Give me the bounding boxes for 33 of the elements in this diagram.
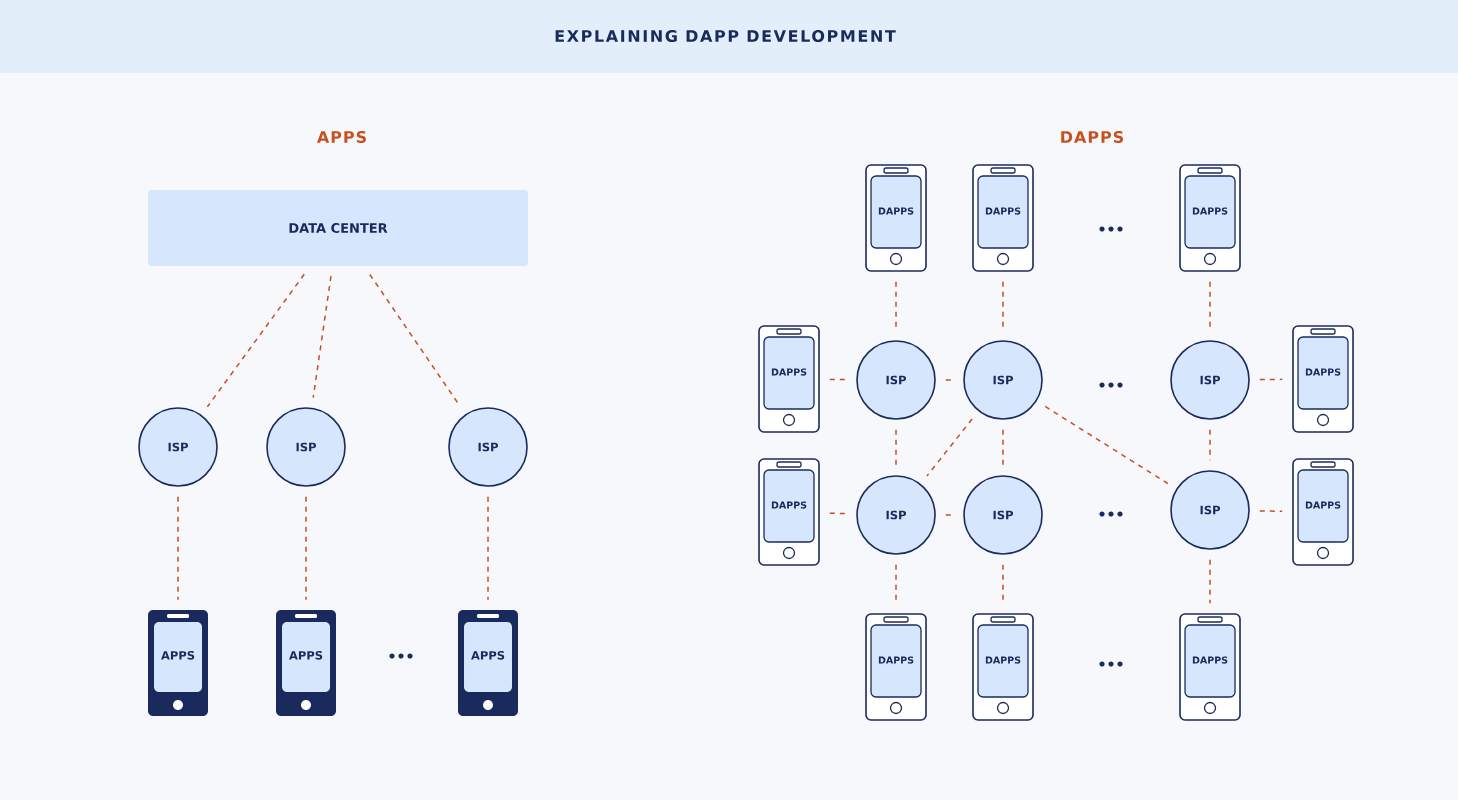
section-heading: DAPPS [1061, 130, 1124, 144]
title: EXPLAINING DAPP DEVELOPMENT [555, 29, 896, 43]
connector-line [1259, 378, 1283, 381]
connector-line [945, 514, 954, 516]
connector-line [895, 429, 897, 466]
data-center-box: DATA CENTER [148, 190, 528, 266]
connector-line [926, 418, 973, 477]
connector-line [1259, 510, 1283, 513]
smartphone: DAPPS [1179, 613, 1241, 721]
connector-line [1044, 405, 1169, 485]
smartphone: APPS [148, 610, 208, 716]
smartphone: DAPPS [972, 613, 1034, 721]
section-heading: APPS [316, 130, 366, 144]
connector-line [1209, 559, 1211, 604]
connector-line [177, 496, 179, 601]
connector-line [312, 275, 332, 399]
connector-line [1002, 429, 1004, 466]
connector-line [945, 379, 954, 381]
smartphone: DAPPS [1292, 458, 1354, 566]
smartphone: DAPPS [865, 164, 927, 272]
connector-line [829, 512, 847, 515]
connector-line [305, 496, 307, 601]
smartphone: DAPPS [865, 613, 927, 721]
smartphone: APPS [276, 610, 336, 716]
connector-line [829, 378, 847, 381]
connector-line [206, 273, 305, 408]
smartphone: DAPPS [1292, 325, 1354, 433]
connector-line [487, 496, 489, 601]
smartphone: DAPPS [758, 325, 820, 433]
smartphone: DAPPS [972, 164, 1034, 272]
smartphone: APPS [458, 610, 518, 716]
smartphone: DAPPS [1179, 164, 1241, 272]
smartphone: DAPPS [758, 458, 820, 566]
